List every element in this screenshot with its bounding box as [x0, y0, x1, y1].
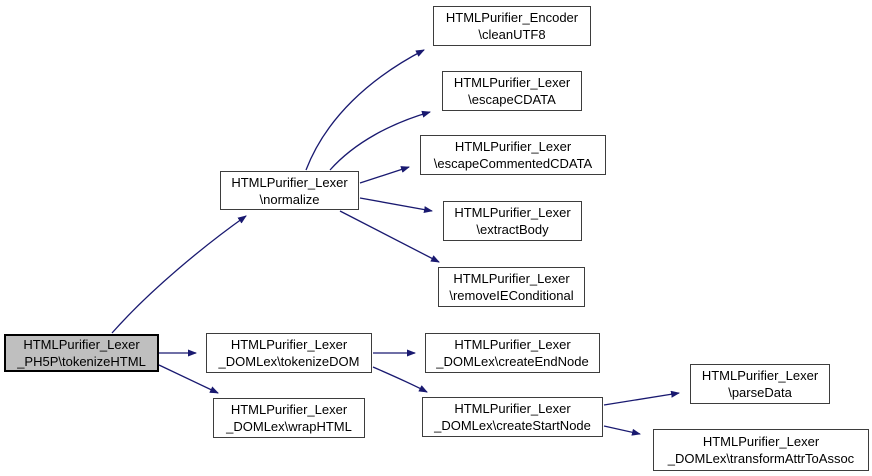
node-label-line2: _DOMLex\tokenizeDOM — [218, 354, 360, 369]
node-label-line1: HTMLPurifier_Lexer — [231, 174, 348, 190]
node-wraphtml[interactable]: HTMLPurifier_Lexer _DOMLex\wrapHTML — [213, 398, 365, 438]
node-parsedata[interactable]: HTMLPurifier_Lexer \parseData — [690, 364, 830, 404]
node-escapecommentedcdata[interactable]: HTMLPurifier_Lexer \escapeCommentedCDATA — [420, 135, 606, 175]
node-label-line1: HTMLPurifier_Lexer — [454, 139, 572, 154]
node-label-line1: HTMLPurifier_Encoder — [445, 10, 579, 25]
node-label-line1: HTMLPurifier_Lexer — [230, 402, 348, 417]
edge-createstartnode-to-parsedata — [603, 390, 680, 406]
node-label-line2: \parseData — [728, 385, 792, 400]
node-label-line2: _DOMLex\createStartNode — [434, 418, 591, 433]
edge-normalize-to-escapecdata — [329, 110, 431, 171]
node-label-line2: \extractBody — [476, 222, 549, 237]
node-label-line2: \removeIEConditional — [449, 288, 574, 303]
edge-tokenizehtml-to-normalize — [111, 215, 247, 334]
edge-normalize-to-cleanutf8 — [305, 49, 425, 171]
edge-normalize-to-extractbody — [359, 197, 433, 214]
node-label-line2: \cleanUTF8 — [478, 27, 546, 42]
edge-tokenizehtml-to-wraphtml — [158, 364, 219, 394]
node-extractbody[interactable]: HTMLPurifier_Lexer \extractBody — [443, 201, 582, 241]
node-label-line1: HTMLPurifier_Lexer — [454, 337, 571, 352]
node-tokenizedom[interactable]: HTMLPurifier_Lexer _DOMLex\tokenizeDOM — [206, 333, 372, 373]
edge-createstartnode-to-transformattrtoassoc — [603, 425, 641, 436]
edge-tokenizedom-to-createstartnode — [372, 366, 428, 393]
node-cleanutf8[interactable]: HTMLPurifier_Encoder \cleanUTF8 — [433, 6, 591, 46]
node-label-line1: HTMLPurifier_Lexer — [230, 337, 348, 352]
node-label-line2: _DOMLex\createEndNode — [436, 354, 589, 369]
node-transformattrtoassoc[interactable]: HTMLPurifier_Lexer _DOMLex\transformAttr… — [653, 429, 869, 471]
node-tokenizehtml-ph5p[interactable]: HTMLPurifier_Lexer _PH5P\tokenizeHTML — [4, 334, 159, 372]
node-label-line1: HTMLPurifier_Lexer — [453, 271, 570, 286]
node-label-line2: \normalize — [259, 191, 320, 207]
node-escapecdata[interactable]: HTMLPurifier_Lexer \escapeCDATA — [442, 71, 582, 111]
node-label-line1: HTMLPurifier_Lexer — [701, 368, 819, 383]
node-label-line1: HTMLPurifier_Lexer — [454, 205, 571, 220]
node-label-line1: HTMLPurifier_Lexer — [23, 337, 140, 352]
node-label-line2: \escapeCommentedCDATA — [433, 156, 593, 171]
node-createstartnode[interactable]: HTMLPurifier_Lexer _DOMLex\createStartNo… — [422, 397, 603, 437]
node-label-line1: HTMLPurifier_Lexer — [702, 434, 820, 449]
node-label-line2: _PH5P\tokenizeHTML — [17, 354, 146, 369]
node-label-line1: HTMLPurifier_Lexer — [454, 401, 571, 416]
node-label-line2: \escapeCDATA — [468, 92, 556, 107]
edge-normalize-to-removeieconditional — [339, 210, 440, 263]
node-createendnode[interactable]: HTMLPurifier_Lexer _DOMLex\createEndNode — [425, 333, 600, 373]
node-label-line2: _DOMLex\transformAttrToAssoc — [667, 451, 855, 466]
edge-normalize-to-escapecommentedcdata — [359, 166, 410, 184]
node-removeieconditional[interactable]: HTMLPurifier_Lexer \removeIEConditional — [438, 267, 585, 307]
node-normalize[interactable]: HTMLPurifier_Lexer \normalize — [220, 171, 359, 210]
node-label-line1: HTMLPurifier_Lexer — [453, 75, 571, 90]
node-label-line2: _DOMLex\wrapHTML — [226, 419, 352, 434]
